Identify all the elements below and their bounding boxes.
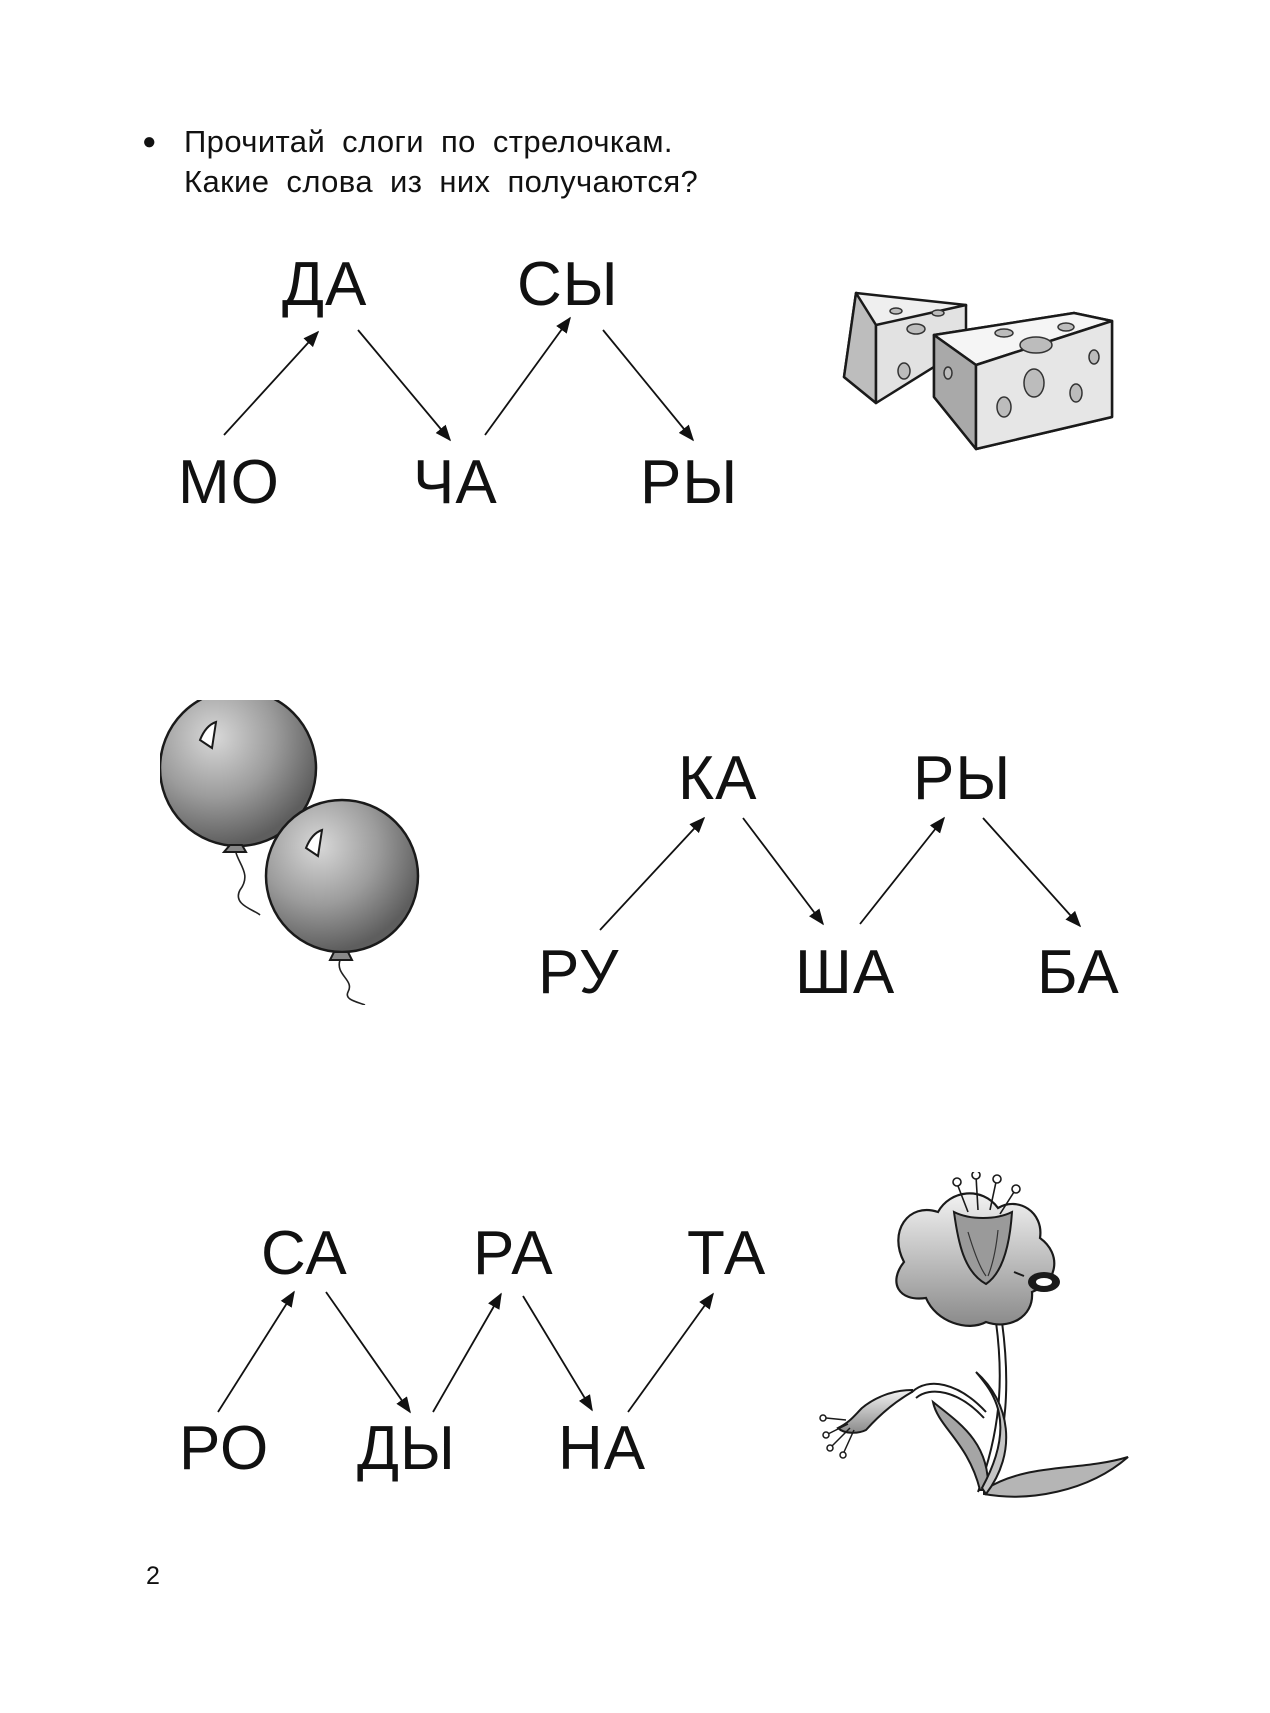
syllable: СА [261,1219,348,1288]
cheese-icon [842,291,1114,451]
syllable: СЫ [517,250,619,319]
syllable: ША [795,938,896,1007]
arrow-1-4 [602,329,695,442]
arrow-3-1 [217,1290,295,1413]
instruction-line-2: Какие слова из них получаются? [184,164,699,199]
arrow-3-2 [325,1291,411,1414]
arrow-1-2 [357,329,452,442]
bullet-icon: ● [142,128,157,155]
syllable: ДА [282,250,368,319]
arrow-3-4 [522,1295,593,1412]
syllable: РЫ [640,448,739,517]
flower-icon [819,1172,1129,1498]
arrow-2-1 [599,816,706,931]
syllable: БА [1037,938,1120,1007]
balloons-icon [160,700,420,1005]
syllable: ТА [687,1219,767,1288]
syllable: НА [558,1414,647,1483]
syllable: ЧА [413,448,498,517]
syllable: РА [473,1219,554,1288]
arrow-3-5 [627,1292,714,1413]
instruction-line-1: Прочитай слоги по стрелочкам. [184,124,673,159]
arrow-2-4 [982,817,1082,928]
syllable: РЫ [913,744,1012,813]
page-number: 2 [146,1562,160,1590]
arrow-2-3 [859,816,946,925]
arrow-2-2 [742,817,824,926]
syllable: МО [178,448,280,517]
syllable: РУ [538,938,620,1007]
arrow-1-3 [484,316,571,436]
syllable: РО [179,1414,270,1483]
syllable: ДЫ [357,1414,456,1483]
arrow-1-1 [223,330,320,436]
arrow-3-3 [432,1292,502,1413]
syllable: КА [678,744,758,813]
